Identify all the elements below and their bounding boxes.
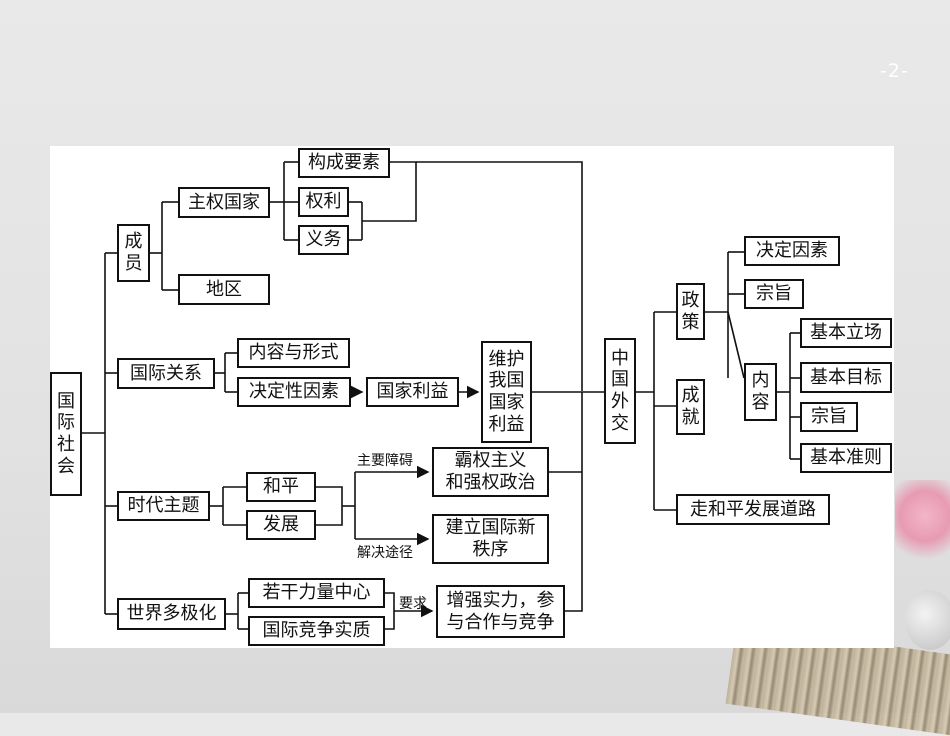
node-international-relations: 国际关系 — [117, 358, 215, 389]
node-decisive-factor: 决定性因素 — [237, 377, 351, 407]
node-rights: 权利 — [298, 187, 349, 217]
node-region: 地区 — [178, 274, 270, 305]
node-determining-factors: 决定因素 — [744, 236, 840, 266]
edge-label-main-obstacle: 主要障碍 — [357, 453, 413, 469]
node-power-centers: 若干力量中心 — [248, 578, 385, 608]
node-international-society: 国 际 社 会 — [50, 372, 82, 496]
node-china-diplomacy: 中 国 外 交 — [604, 338, 636, 444]
node-development: 发展 — [246, 510, 316, 540]
page-number: -2- — [880, 60, 909, 82]
node-national-interest: 国家利益 — [366, 377, 459, 407]
edge-label-solution: 解决途径 — [357, 545, 413, 561]
connector-lines — [78, 161, 800, 630]
node-content-and-form: 内容与形式 — [237, 338, 350, 368]
edge-label-requirement: 要求 — [399, 596, 427, 612]
flower-decoration — [895, 480, 950, 570]
node-basic-stance: 基本立场 — [800, 318, 892, 348]
node-competition-essence: 国际竞争实质 — [248, 616, 385, 646]
node-obligations: 义务 — [298, 225, 349, 255]
node-achievements: 成 就 — [676, 379, 705, 435]
node-purpose-2: 宗旨 — [800, 402, 858, 432]
node-theme-of-era: 时代主题 — [117, 491, 210, 521]
node-peace: 和平 — [246, 472, 316, 502]
node-safeguard-national-interest: 维护 我国 国家 利益 — [481, 341, 532, 443]
node-policy: 政 策 — [676, 283, 705, 340]
node-constituent-elements: 构成要素 — [298, 148, 390, 178]
node-members: 成 员 — [117, 224, 150, 282]
node-basic-principle: 基本准则 — [800, 443, 892, 473]
node-new-international-order: 建立国际新 秩序 — [432, 514, 549, 564]
node-content: 内 容 — [744, 363, 777, 421]
concept-map-slide: 国 际 社 会 成 员 主权国家 构成要素 权利 义务 地区 国际关系 内容与形… — [50, 146, 894, 648]
node-sovereign-state: 主权国家 — [178, 187, 270, 218]
node-strengthen-power: 增强实力，参 与合作与竞争 — [436, 585, 565, 638]
node-hegemonism: 霸权主义 和强权政治 — [432, 447, 549, 497]
node-basic-goal: 基本目标 — [800, 362, 892, 393]
ball-decoration — [905, 590, 950, 650]
node-purpose: 宗旨 — [744, 279, 804, 309]
node-multipolarization: 世界多极化 — [117, 598, 226, 630]
node-peaceful-development: 走和平发展道路 — [676, 494, 830, 525]
